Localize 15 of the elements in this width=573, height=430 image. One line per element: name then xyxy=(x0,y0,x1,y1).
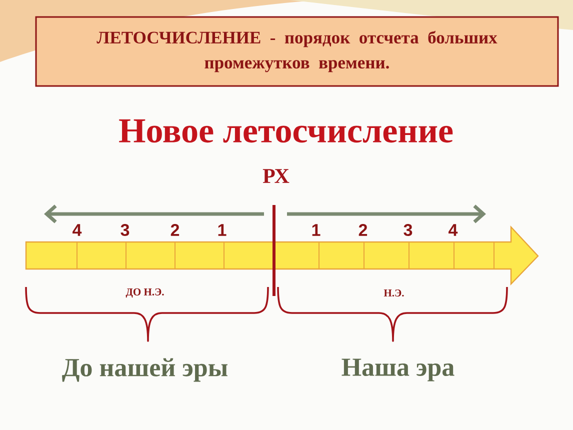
year-number: 3 xyxy=(404,224,412,236)
year-number: 4 xyxy=(448,224,458,236)
year-number: 1 xyxy=(218,224,226,236)
era-caption: До нашей эры xyxy=(62,358,228,382)
year-number: 2 xyxy=(170,224,180,236)
definition-box: ЛЕТОСЧИСЛЕНИЕ - порядок отсчета больших промежутков времени. xyxy=(35,16,559,87)
era-abbreviation: ДО Н.Э. xyxy=(126,288,164,298)
era-abbreviation: Н.Э. xyxy=(384,289,404,297)
era-caption: Наша эра xyxy=(342,358,454,382)
year-number: 2 xyxy=(358,224,368,236)
marker-label: РХ xyxy=(262,169,290,183)
title: Новое летосчисление xyxy=(119,119,453,143)
year-number: 3 xyxy=(120,224,130,236)
year-number: 4 xyxy=(72,224,82,236)
year-number: 1 xyxy=(312,224,320,236)
